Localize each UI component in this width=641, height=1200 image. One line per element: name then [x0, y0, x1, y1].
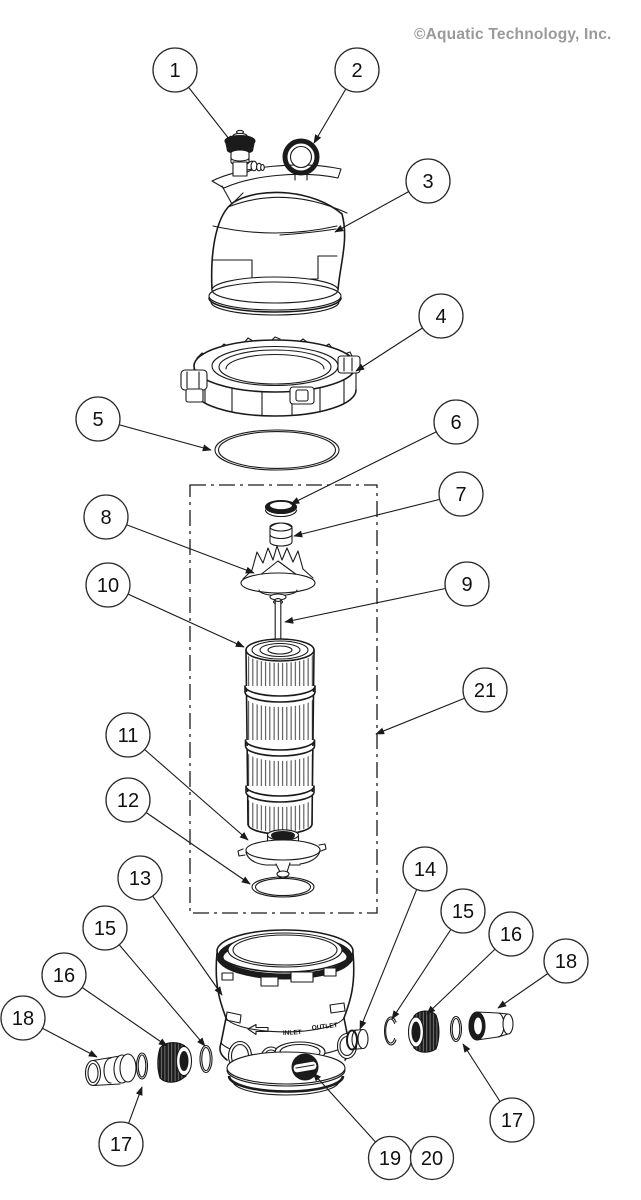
top-hub-drawing — [240, 545, 316, 605]
filter-cartridge-drawing — [244, 638, 316, 835]
callout-5: 5 — [75, 396, 121, 442]
callout-9: 9 — [444, 561, 490, 607]
svg-text:19: 19 — [379, 1148, 401, 1170]
svg-text:3: 3 — [422, 171, 433, 193]
svg-text:16: 16 — [53, 965, 75, 987]
clamp-ring-drawing — [180, 336, 361, 417]
union-nut-right-drawing — [407, 1010, 440, 1053]
snap-ring-15-right-drawing — [383, 1016, 397, 1046]
lid-oring-drawing — [214, 429, 340, 471]
callout-13: 13 — [117, 855, 163, 901]
oring-15-left-drawing — [199, 1044, 213, 1074]
callout-10: 10 — [85, 562, 131, 608]
svg-text:6: 6 — [450, 412, 461, 434]
svg-text:20: 20 — [421, 1148, 443, 1170]
svg-text:7: 7 — [455, 484, 466, 506]
inlet-label: INLET — [283, 1029, 302, 1037]
svg-text:15: 15 — [94, 918, 116, 940]
svg-text:21: 21 — [474, 680, 496, 702]
callout-17-right: 17 — [489, 1097, 535, 1143]
hose-adapter-right-drawing — [468, 1011, 514, 1041]
callout-8: 8 — [83, 494, 129, 540]
union-nut-left-drawing — [157, 1042, 193, 1083]
hose-adapter-left-drawing — [84, 1053, 137, 1087]
svg-text:14: 14 — [414, 859, 436, 881]
callout-4: 4 — [418, 293, 464, 339]
callout-18-left: 18 — [0, 995, 46, 1041]
svg-text:9: 9 — [461, 574, 472, 596]
callout-1: 1 — [152, 47, 198, 93]
lid-handle-drawing — [211, 164, 342, 205]
callout-21: 21 — [462, 667, 508, 713]
callout-7: 7 — [438, 471, 484, 517]
callout-17-left: 17 — [98, 1121, 144, 1167]
callout-balloons: 1 2 3 4 5 6 7 8 10 9 21 11 12 13 15 16 1… — [0, 47, 589, 1181]
callout-3: 3 — [405, 158, 451, 204]
right-port-fittings-drawing — [346, 1010, 514, 1053]
callout-2: 2 — [334, 47, 380, 93]
filter-lid-drawing — [208, 191, 348, 316]
svg-text:1: 1 — [169, 60, 180, 82]
callout-20: 20 — [409, 1135, 455, 1181]
callout-19: 19 — [367, 1135, 413, 1181]
callout-6: 6 — [433, 399, 479, 445]
svg-text:15: 15 — [452, 901, 474, 923]
svg-text:10: 10 — [97, 575, 119, 597]
svg-text:2: 2 — [351, 60, 362, 82]
lid-assembly-drawing — [208, 129, 348, 316]
bushing-14-drawing — [346, 1028, 369, 1051]
hub-oring-drawing — [251, 876, 315, 898]
svg-text:18: 18 — [555, 951, 577, 973]
svg-text:5: 5 — [92, 409, 103, 431]
callout-12: 12 — [105, 777, 151, 823]
copyright-text: ©Aquatic Technology, Inc. — [414, 26, 612, 43]
outlet-label: OUTLET — [311, 1022, 338, 1032]
svg-text:4: 4 — [435, 306, 446, 328]
cartridge-group-boundary — [189, 484, 378, 914]
oring-17-left-drawing — [135, 1052, 149, 1080]
svg-text:8: 8 — [100, 507, 111, 529]
svg-text:17: 17 — [501, 1110, 523, 1132]
svg-text:17: 17 — [110, 1134, 132, 1156]
bottom-hub-drawing — [237, 829, 327, 880]
pressure-gauge-drawing — [282, 138, 320, 181]
plug-drawing — [269, 522, 293, 547]
svg-text:11: 11 — [118, 725, 139, 747]
air-relief-valve-drawing — [224, 129, 265, 177]
left-port-fittings-drawing — [84, 1042, 213, 1087]
oring-17-right-drawing — [449, 1015, 463, 1043]
tank-body-drawing: INLET OUTLET — [215, 929, 358, 1096]
callout-16-left: 16 — [41, 952, 87, 998]
svg-text:13: 13 — [129, 868, 151, 890]
svg-text:18: 18 — [12, 1008, 34, 1030]
callout-16-right: 16 — [488, 911, 534, 957]
svg-text:16: 16 — [500, 924, 522, 946]
retainer-knob-drawing — [264, 499, 298, 518]
svg-text:12: 12 — [117, 790, 139, 812]
leader-lines — [22, 69, 567, 1159]
callout-11: 11 — [105, 712, 151, 758]
callout-15-right: 15 — [440, 888, 486, 934]
callout-15-left: 15 — [82, 905, 128, 951]
drain-valve-drawing — [291, 1053, 319, 1081]
callout-18-right: 18 — [543, 938, 589, 984]
callout-14: 14 — [402, 846, 448, 892]
